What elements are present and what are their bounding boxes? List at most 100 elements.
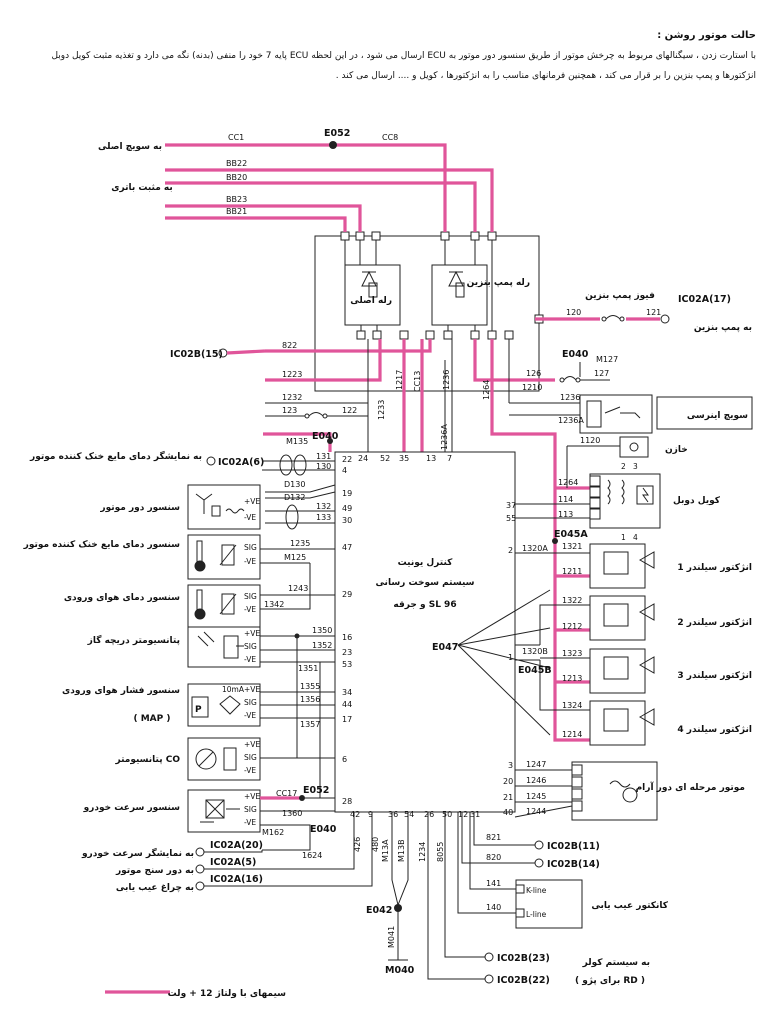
map-sig: SIG xyxy=(244,698,257,707)
map-10ma: 10mA xyxy=(222,685,245,694)
svg-text:47: 47 xyxy=(342,543,352,552)
rpm-sensor-box xyxy=(187,484,261,530)
conn-E052-top: E052 xyxy=(324,128,350,139)
svg-text:3: 3 xyxy=(508,761,513,770)
supply-wires xyxy=(165,143,660,742)
main-relay-coil-box xyxy=(344,264,401,326)
throttle-vpos: +VE xyxy=(244,629,260,638)
label-coolant-sensor: سنسور دمای مایع خنک کننده موتور xyxy=(23,540,181,550)
wire-140: 140 xyxy=(486,903,501,912)
map-vneg: -VE xyxy=(244,711,256,720)
svg-text:1: 1 xyxy=(508,653,513,662)
pump-fuse-symbol xyxy=(601,315,625,322)
svg-text:20: 20 xyxy=(503,777,513,786)
speed-vneg: -VE xyxy=(244,818,256,827)
co-vpos: +VE xyxy=(244,740,260,749)
svg-text:12: 12 xyxy=(458,810,468,819)
fuse-122 xyxy=(265,412,368,419)
svg-text:52: 52 xyxy=(380,454,390,463)
svg-text:49: 49 xyxy=(342,504,352,513)
speed-vpos: +VE xyxy=(244,792,260,801)
label-inertia-switch: سویچ اینرسی xyxy=(687,411,748,421)
wire-133: 133 xyxy=(316,513,331,522)
svg-text:54: 54 xyxy=(404,810,414,819)
svg-text:1212: 1212 xyxy=(562,622,582,631)
wire-1356: 1356 xyxy=(300,695,320,704)
M127-label: M127 xyxy=(596,355,618,364)
svg-text:7: 7 xyxy=(447,454,452,463)
conn-IC02B23: IC02B(23) xyxy=(497,953,550,964)
svg-text:9: 9 xyxy=(368,810,373,819)
label-capacitor: خازن xyxy=(665,445,688,455)
svg-text:21: 21 xyxy=(503,793,513,802)
label-for-peugeot: ( برای پژو RD ) xyxy=(575,976,645,986)
bottom-right-wires xyxy=(427,812,535,980)
IC02A17-terminal xyxy=(660,314,670,324)
ecu-title-1: کنترل یونیت xyxy=(398,558,453,568)
k-line-label: K-line xyxy=(526,886,547,895)
wire-1232: 1232 xyxy=(282,393,302,402)
svg-text:42: 42 xyxy=(350,810,360,819)
ecu-title-3: و جرقه SL 96 xyxy=(393,600,456,610)
wire-BB20: BB20 xyxy=(226,173,247,182)
M125-label: M125 xyxy=(284,553,306,562)
svg-text:24: 24 xyxy=(358,454,368,463)
svg-text:44: 44 xyxy=(342,700,352,709)
air-vneg: -VE xyxy=(244,605,256,614)
coolant-vneg: -VE xyxy=(244,557,256,566)
wire-1246: 1246 xyxy=(526,776,546,785)
svg-text:1213: 1213 xyxy=(562,674,582,683)
svg-text:35: 35 xyxy=(399,454,409,463)
wire-1245: 1245 xyxy=(526,792,546,801)
wire-CC8: CC8 xyxy=(382,133,398,142)
wire-122: 122 xyxy=(342,406,357,415)
injector-signal-wires xyxy=(457,589,590,736)
speed-sig: SIG xyxy=(244,805,257,814)
conn-E040-right: E040 xyxy=(562,349,589,360)
label-tachometer: به دور سنج موتور xyxy=(115,866,194,876)
injector-2: 1322 1212 انژکتور سیلندر 2 xyxy=(562,595,752,641)
svg-text:40: 40 xyxy=(503,808,513,817)
M13B-label: M13B xyxy=(397,839,406,862)
injector-1: 1321 1211 انژکتور سیلندر 1 xyxy=(562,542,752,589)
throttle-vneg: -VE xyxy=(244,655,256,664)
conn-IC02B22: IC02B(22) xyxy=(497,975,550,986)
wire-1264: 1264 xyxy=(558,478,578,487)
bottom-center-wires xyxy=(353,812,429,961)
wire-1210: 1210 xyxy=(522,383,542,392)
svg-text:انژکتور سیلندر 3: انژکتور سیلندر 3 xyxy=(677,671,752,681)
co-vneg: -VE xyxy=(244,766,256,775)
coil-pin-2: 2 xyxy=(621,462,626,471)
intro-heading: حالت موتور روشن : xyxy=(657,30,756,41)
stepper-wires xyxy=(514,769,573,818)
svg-text:6: 6 xyxy=(342,755,347,764)
label-ac-system: به سیستم کولر xyxy=(582,958,650,968)
coil-pin-4: 4 xyxy=(633,533,638,542)
label-pump-fuse: فیوز پمپ بنزین xyxy=(585,291,655,301)
svg-text:34: 34 xyxy=(342,688,352,697)
IC02A16-terminal xyxy=(195,881,205,891)
conn-E052-speed: E052 xyxy=(303,785,329,796)
l-line-label: L-line xyxy=(526,910,547,919)
svg-text:1321: 1321 xyxy=(562,542,582,551)
wire-1351: 1351 xyxy=(298,664,318,673)
conn-IC02A17: IC02A(17) xyxy=(678,294,731,305)
label-speed-display: به نمایشگر سرعت خودرو xyxy=(81,847,194,859)
svg-text:4: 4 xyxy=(342,466,347,475)
svg-text:17: 17 xyxy=(342,715,352,724)
intro-line-1: با استارت زدن ، سیگنالهای مربوط به چرخش … xyxy=(51,51,756,61)
wire-130: 130 xyxy=(316,462,331,471)
capacitor-symbol xyxy=(619,436,649,458)
svg-text:انژکتور سیلندر 2: انژکتور سیلندر 2 xyxy=(677,618,752,628)
coil-windings xyxy=(589,475,654,520)
IC02B14-terminal xyxy=(534,858,544,868)
label-to-pump: به پمپ بنزین xyxy=(694,323,752,333)
conn-E040-speed: E040 xyxy=(310,824,337,835)
svg-text:1323: 1323 xyxy=(562,649,582,658)
wire-426: 426 xyxy=(353,837,362,852)
wire-132: 132 xyxy=(316,502,331,511)
conn-IC02A5: IC02A(5) xyxy=(210,857,256,868)
coil-pin-3: 3 xyxy=(633,462,638,471)
